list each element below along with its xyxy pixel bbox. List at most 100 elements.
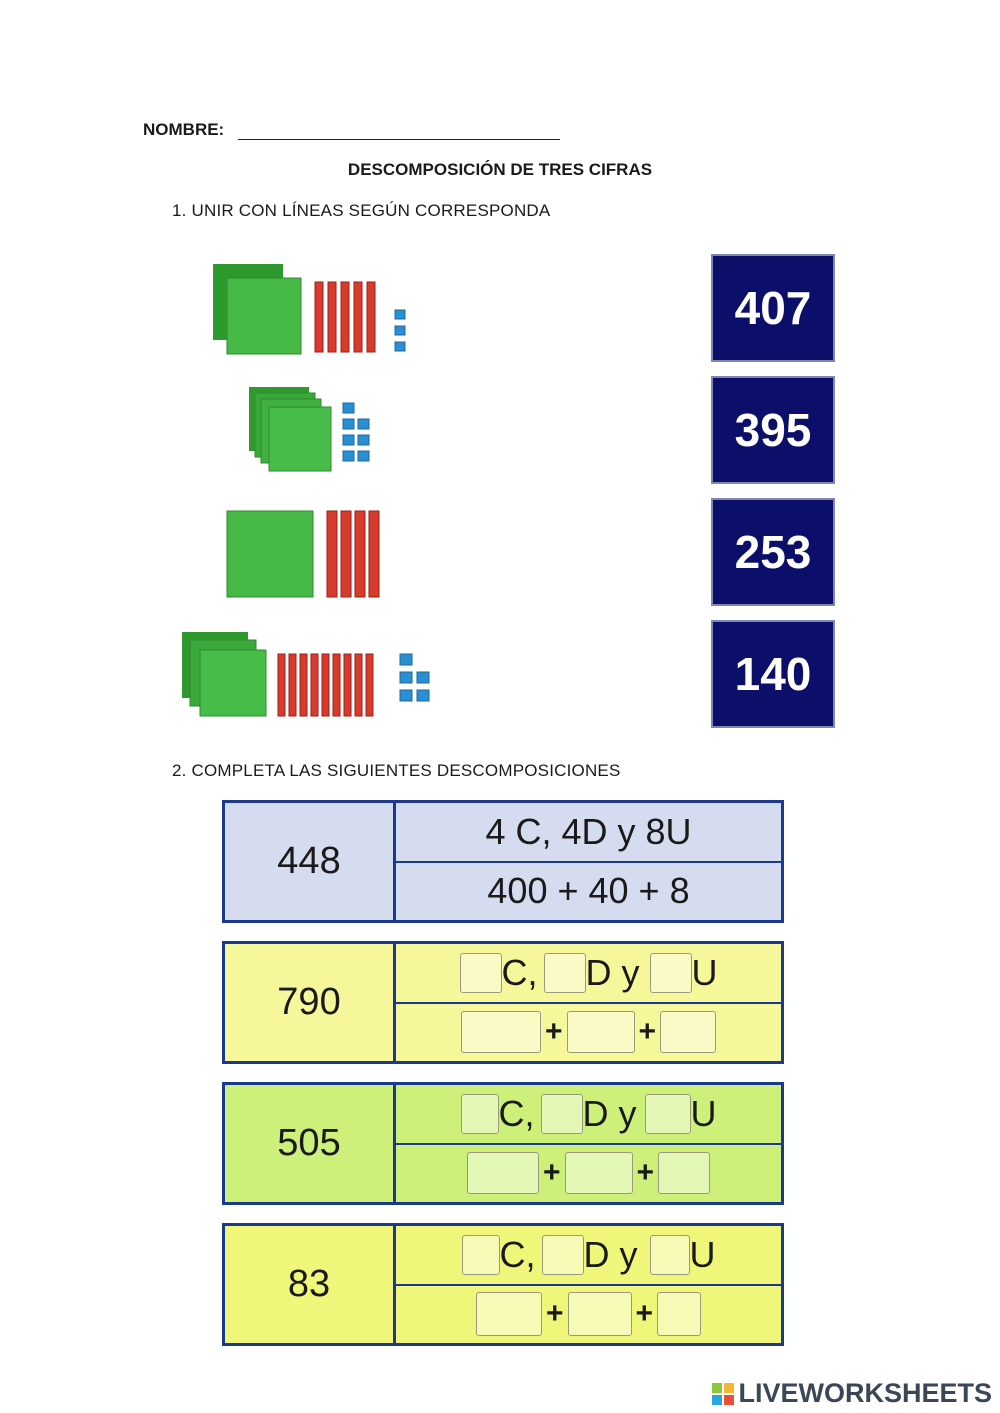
decomposition-row-505: 505 C, D y U + +	[222, 1082, 784, 1205]
decomposition-row-83: 83 C, D y U + +	[222, 1223, 784, 1346]
units-input[interactable]	[649, 952, 692, 993]
row-number: 790	[225, 944, 396, 1061]
hundreds-value-input[interactable]	[466, 1152, 539, 1195]
number-box-3[interactable]: 253	[711, 498, 835, 606]
number-box-2[interactable]: 395	[711, 376, 835, 484]
plus-sign: +	[636, 1156, 655, 1190]
example-line-1: 4 C, 4D y 8U	[396, 803, 781, 863]
ten-rod	[343, 653, 352, 717]
hundred-block	[199, 649, 267, 717]
liveworksheets-logo[interactable]: LIVEWORKSHEETS	[712, 1378, 992, 1409]
base-ten-blocks-group-1[interactable]	[205, 260, 425, 364]
exercise-1-instruction: 1. UNIR CON LÍNEAS SEGÚN CORRESPONDA	[172, 201, 551, 220]
units-value-input[interactable]	[658, 1152, 711, 1195]
base-ten-blocks-group-4[interactable]	[180, 628, 445, 727]
ten-rod	[353, 281, 363, 353]
hundred-block	[268, 406, 332, 472]
unit-cube	[399, 671, 413, 684]
liveworksheets-logo-icon	[712, 1382, 735, 1405]
unit-cube	[342, 434, 355, 446]
unit-cube	[394, 341, 406, 352]
c-label: C,	[499, 1233, 536, 1275]
name-input-line[interactable]	[238, 139, 560, 140]
ten-rod	[326, 510, 338, 598]
example-number: 448	[225, 803, 396, 920]
ten-rod	[314, 281, 324, 353]
tens-input[interactable]	[543, 952, 586, 993]
row-number: 83	[225, 1226, 396, 1343]
ten-rod	[366, 281, 376, 353]
worksheet-title: DESCOMPOSICIÓN DE TRES CIFRAS	[347, 160, 653, 179]
exercise-2-instruction: 2. COMPLETA LAS SIGUIENTES DESCOMPOSICIO…	[172, 761, 621, 780]
number-box-1[interactable]: 407	[711, 254, 835, 362]
blocks-svg-2	[249, 387, 370, 472]
hundred-block	[226, 510, 314, 598]
ten-rod	[277, 653, 286, 717]
hundreds-input[interactable]	[460, 1093, 499, 1134]
hundreds-input[interactable]	[461, 1234, 500, 1275]
unit-cube	[394, 325, 406, 336]
unit-cube	[342, 450, 355, 462]
d-label: D y	[585, 951, 640, 993]
ten-rod	[354, 510, 366, 598]
unit-cube	[394, 309, 406, 320]
unit-cube	[357, 450, 370, 462]
ten-rod	[299, 653, 308, 717]
number-box-4[interactable]: 140	[711, 620, 835, 728]
u-label: U	[689, 1233, 716, 1275]
ten-rod	[332, 653, 341, 717]
ten-rod	[310, 653, 319, 717]
ten-rod	[327, 281, 337, 353]
unit-cube	[399, 689, 413, 702]
blocks-svg-1	[213, 264, 406, 355]
tens-value-input[interactable]	[567, 1292, 632, 1337]
ten-rod	[340, 281, 350, 353]
c-label: C,	[501, 951, 538, 993]
example-decomposition: 448 4 C, 4D y 8U 400 + 40 + 8	[222, 800, 784, 923]
units-input[interactable]	[644, 1093, 691, 1134]
tens-value-input[interactable]	[564, 1152, 633, 1195]
units-input[interactable]	[649, 1234, 690, 1275]
decomposition-row-790: 790 C, D y U + +	[222, 941, 784, 1064]
base-ten-blocks-group-3[interactable]	[225, 505, 405, 604]
plus-sign: +	[544, 1015, 563, 1049]
row-number: 505	[225, 1085, 396, 1202]
ten-rod	[340, 510, 352, 598]
units-value-input[interactable]	[660, 1011, 717, 1054]
unit-cube	[416, 671, 430, 684]
tens-input[interactable]	[541, 1234, 584, 1275]
tens-value-input[interactable]	[566, 1011, 635, 1054]
ten-rod	[321, 653, 330, 717]
unit-cube	[357, 418, 370, 430]
u-label: U	[691, 951, 718, 993]
unit-cube	[416, 689, 430, 702]
ten-rod	[368, 510, 380, 598]
u-label: U	[690, 1092, 717, 1134]
blocks-svg-3	[226, 510, 380, 598]
unit-cube	[342, 418, 355, 430]
unit-cube	[342, 402, 355, 414]
units-value-input[interactable]	[657, 1292, 702, 1337]
ten-rod	[354, 653, 363, 717]
hundred-block	[226, 277, 302, 355]
d-label: D y	[582, 1092, 637, 1134]
d-label: D y	[583, 1233, 638, 1275]
plus-sign: +	[542, 1156, 561, 1190]
plus-sign: +	[638, 1015, 657, 1049]
unit-cube	[357, 434, 370, 446]
name-label: NOMBRE:	[143, 120, 225, 139]
ten-rod	[365, 653, 374, 717]
hundreds-value-input[interactable]	[475, 1292, 542, 1337]
unit-cube	[399, 653, 413, 666]
hundreds-value-input[interactable]	[460, 1011, 541, 1054]
logo-text: LIVEWORKSHEETS	[738, 1378, 992, 1408]
c-label: C,	[498, 1092, 535, 1134]
plus-sign: +	[635, 1297, 654, 1331]
base-ten-blocks-group-2[interactable]	[245, 383, 395, 482]
hundreds-input[interactable]	[459, 952, 502, 993]
blocks-svg-4	[182, 632, 430, 717]
example-line-2: 400 + 40 + 8	[487, 870, 690, 912]
ten-rod	[288, 653, 297, 717]
plus-sign: +	[545, 1297, 564, 1331]
tens-input[interactable]	[540, 1093, 583, 1134]
